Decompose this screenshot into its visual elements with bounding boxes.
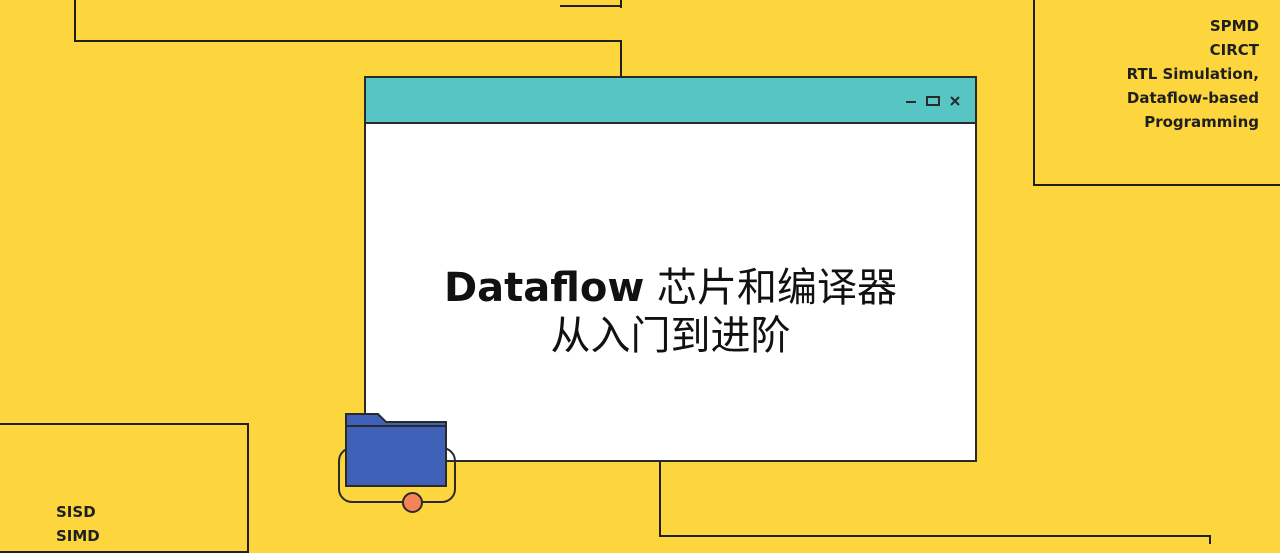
window-titlebar <box>366 78 975 124</box>
maximize-icon[interactable] <box>926 92 940 111</box>
tag-item: SIMD <box>56 527 100 545</box>
minimize-icon[interactable] <box>905 92 917 111</box>
indicator-dot <box>402 492 423 513</box>
title-latin: Dataflow <box>443 265 645 311</box>
main-window: Dataflow 芯片和编译器 从入门到进阶 <box>364 76 977 462</box>
title-cjk: 芯片和编译器 <box>657 265 898 311</box>
tag-item: RTL Simulation, <box>1126 65 1259 83</box>
decor-line <box>74 40 622 42</box>
folder-icon <box>344 410 448 492</box>
tag-box-bottom-left <box>0 423 249 553</box>
tag-box-top-right <box>1033 0 1280 186</box>
decor-line <box>620 0 622 8</box>
tag-item: CIRCT <box>1209 41 1259 59</box>
decor-line <box>560 5 622 7</box>
tag-item: Dataflow-based <box>1126 89 1259 107</box>
tag-item: SISD <box>56 503 96 521</box>
decor-line <box>1209 535 1211 544</box>
decor-line <box>74 0 76 42</box>
decor-line <box>659 460 661 537</box>
page-title: Dataflow 芯片和编译器 从入门到进阶 <box>366 264 975 360</box>
tag-list-top-right: SPMD CIRCT RTL Simulation, Dataflow-base… <box>1127 14 1259 134</box>
close-icon[interactable] <box>949 92 961 111</box>
title-line-1: Dataflow 芯片和编译器 <box>366 264 975 312</box>
tag-item: Programming <box>1144 113 1259 131</box>
decor-line <box>620 40 622 78</box>
window-controls <box>905 92 961 111</box>
decor-line <box>659 535 1211 537</box>
tag-item: SPMD <box>1209 17 1259 35</box>
tag-list-bottom-left: SISD SIMD <box>56 500 100 548</box>
title-line-2: 从入门到进阶 <box>550 313 791 359</box>
